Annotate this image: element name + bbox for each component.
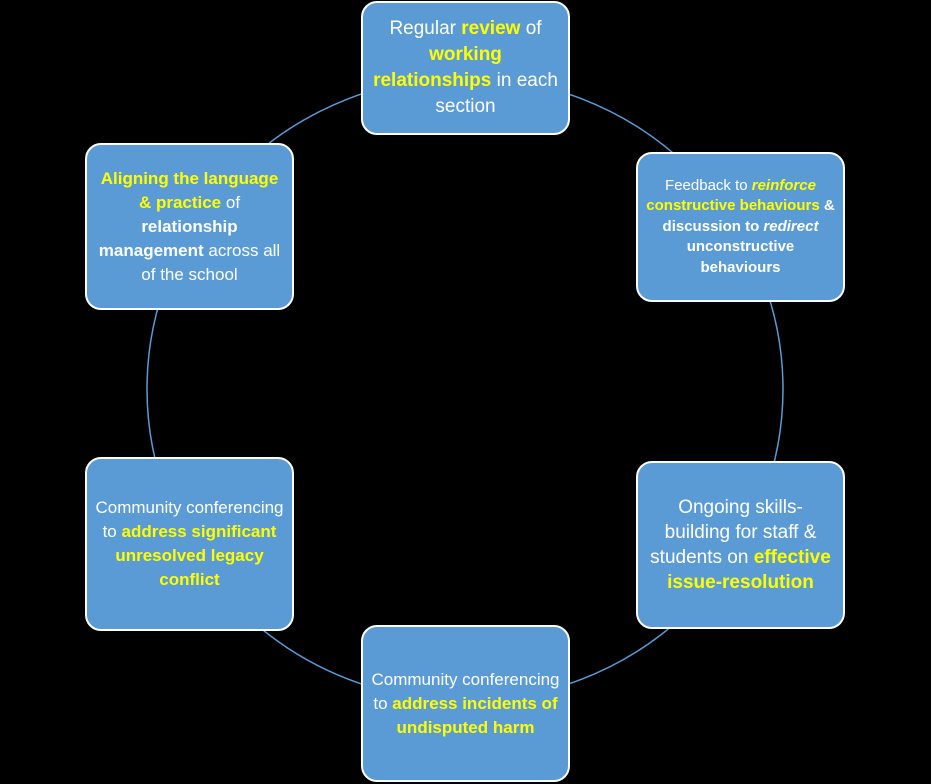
node-text-segment: in each section	[435, 70, 558, 117]
node-text-segment: redirect	[763, 217, 819, 235]
node-regular-review-text: Regular review of working relationships …	[371, 16, 560, 120]
node-text-highlight: reinforce	[751, 176, 816, 194]
node-text-segment: of	[520, 18, 542, 39]
node-text-segment: Community conferencing to	[371, 669, 560, 713]
node-text-highlight: effective issue-resolution	[667, 547, 831, 593]
node-feedback: Feedback to reinforce constructive behav…	[636, 152, 845, 302]
node-text-segment: of	[221, 192, 241, 212]
node-skills-building: Ongoing skills-building for staff & stud…	[636, 461, 845, 629]
node-text-segment: Community conferencing to	[95, 498, 284, 541]
node-text-segment: relationship management	[98, 216, 238, 260]
node-aligning-language-text: Aligning the language & practice of rela…	[95, 167, 284, 287]
node-text-segment: & discussion to	[662, 197, 835, 235]
node-conferencing-legacy-text: Community conferencing to address signif…	[95, 496, 284, 592]
node-conferencing-legacy: Community conferencing to address signif…	[85, 457, 294, 631]
node-text-segment: Feedback to	[665, 176, 752, 194]
node-text-highlight: review	[461, 18, 521, 39]
node-text-highlight: Aligning the language & practice	[100, 168, 279, 212]
node-text-highlight: address incidents of undisputed harm	[392, 693, 558, 737]
node-text-segment: Ongoing skills-building for staff & stud…	[650, 497, 817, 568]
node-text-segment: unconstructive behaviours	[686, 238, 795, 276]
node-text-highlight: working relationships	[373, 44, 502, 91]
node-text-segment: across all of the school	[141, 240, 281, 284]
node-skills-building-text: Ongoing skills-building for staff & stud…	[646, 495, 835, 595]
node-conferencing-harm-text: Community conferencing to address incide…	[371, 668, 560, 740]
node-feedback-text: Feedback to reinforce constructive behav…	[646, 176, 835, 279]
node-text-segment: Regular	[389, 18, 462, 39]
node-aligning-language: Aligning the language & practice of rela…	[85, 143, 294, 310]
node-text-highlight: address significant unresolved legacy co…	[115, 522, 277, 589]
node-regular-review: Regular review of working relationships …	[361, 1, 570, 135]
node-conferencing-harm: Community conferencing to address incide…	[361, 625, 570, 782]
node-text-highlight: constructive behaviours	[646, 197, 820, 215]
